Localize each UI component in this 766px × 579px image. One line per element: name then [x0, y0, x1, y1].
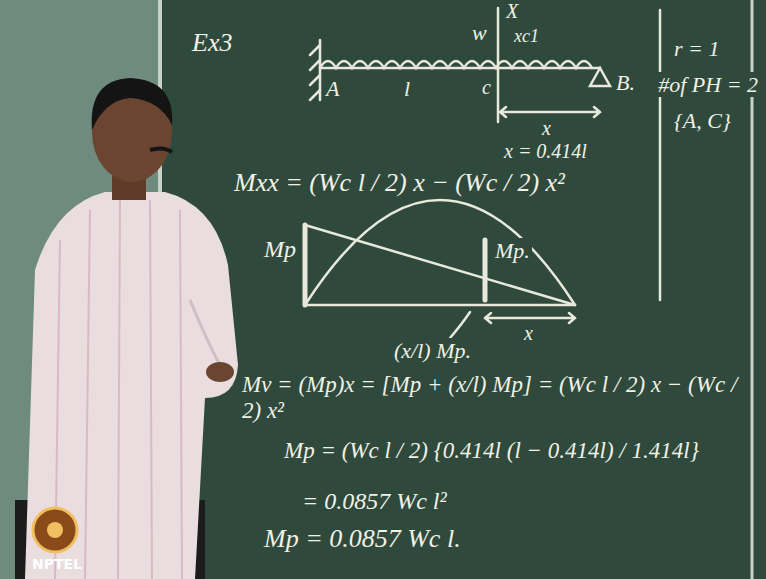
shirt [25, 192, 238, 579]
leader-line [450, 312, 470, 338]
point-label: c [480, 76, 493, 99]
result-equation: Mp = 0.0857 Wc l. [262, 524, 463, 554]
distance-symbol: xc1 [512, 26, 541, 47]
moustache [150, 148, 172, 152]
hair [92, 78, 173, 130]
roller-support [590, 68, 610, 86]
reactant-moment-line [305, 225, 575, 305]
nptel-logo-core [47, 522, 63, 538]
arm-fold [190, 300, 225, 372]
example-number: Ex3 [190, 28, 234, 58]
moment-ordinate [483, 240, 488, 300]
support-label: B. [614, 70, 637, 95]
axis-label: X [504, 0, 520, 23]
span-label: l [402, 76, 412, 101]
note: r = 1 [672, 36, 721, 61]
dimension: x = 0.414l [502, 140, 589, 163]
baseline [305, 304, 575, 307]
nptel-logo [33, 508, 77, 552]
moment-label: Mp [262, 236, 298, 264]
load-symbol: w [470, 20, 489, 45]
moment-label: (x/l) Mp. [392, 338, 473, 363]
support-hatch [310, 45, 320, 100]
blackboard [160, 0, 766, 579]
distributed-load [320, 61, 592, 68]
equation: = 0.0857 Wc l² [300, 488, 449, 516]
divider-line [659, 10, 662, 300]
support-label: A [324, 76, 341, 101]
logo-text: NPTEL [30, 556, 84, 572]
distance-symbol: x [540, 117, 553, 140]
equation: Mv = (Mp)x = [Mp + (x/l) Mp] = (Wc l / 2… [240, 372, 744, 425]
beam [320, 67, 600, 70]
section-line [497, 8, 500, 122]
lecturer [15, 78, 238, 579]
free-moment-parabola [305, 200, 575, 305]
dimension-arrow [500, 107, 600, 117]
equation: Mxx = (Wc l / 2) x − (Wc / 2) x² [232, 168, 567, 198]
note: {A, C} [672, 108, 733, 133]
equation: Mp = (Wc l / 2) {0.414l (l − 0.414l) / 1… [282, 438, 701, 464]
moment-label: Mp. [493, 238, 532, 263]
hand [206, 362, 234, 382]
note: #of PH = 2 [656, 72, 760, 97]
moment-ordinate [303, 225, 308, 305]
distance-symbol: x [522, 322, 535, 345]
